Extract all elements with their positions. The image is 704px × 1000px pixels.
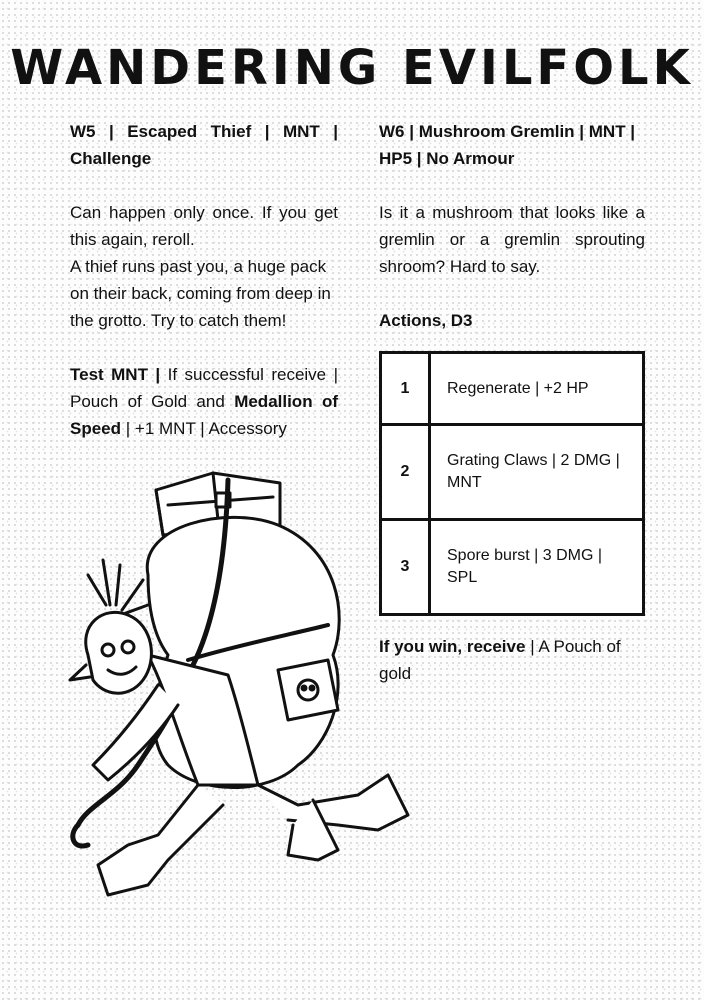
table-row: 3 Spore burst | 3 DMG | SPL (379, 518, 645, 616)
action-text: Spore burst | 3 DMG | SPL (428, 518, 645, 616)
action-text: Regenerate | +2 HP (428, 351, 645, 426)
encounter-description: Is it a mushroom that looks like a greml… (379, 203, 645, 276)
reward-label: If you win, receive (379, 637, 526, 656)
test-block: Test MNT | If successful receive | Pouch… (70, 361, 338, 442)
encounter-description: Can happen only once. If you get this ag… (70, 203, 338, 249)
actions-title: Actions, D3 (379, 311, 473, 330)
test-reward: Medallion of Speed (70, 392, 339, 438)
actions-table: 1 Regenerate | +2 HP 2 Grating Claws | 2… (379, 351, 645, 616)
encounter-w6: W6 | Mushroom Gremlin | MNT | HP5 | No A… (379, 118, 645, 334)
reward-text: | A Pouch of gold (379, 637, 621, 683)
action-text: Grating Claws | 2 DMG | MNT (428, 423, 645, 521)
encounter-heading: W6 | Mushroom Gremlin | MNT | HP5 | No A… (379, 122, 636, 168)
action-number: 1 (379, 351, 431, 426)
action-number: 3 (379, 518, 431, 616)
encounter-description: A thief runs past you, a huge pack on th… (70, 257, 331, 330)
action-number: 2 (379, 423, 431, 521)
table-row: 2 Grating Claws | 2 DMG | MNT (379, 423, 645, 521)
test-text: | +1 MNT | Accessory (125, 419, 287, 438)
test-text: If successful receive | Pouch of Gold an… (70, 365, 338, 411)
reward-line: If you win, receive | A Pouch of gold (379, 633, 645, 687)
table-row: 1 Regenerate | +2 HP (379, 351, 645, 426)
thief-running-with-sack-icon (68, 471, 410, 897)
encounter-w5: W5 | Escaped Thief | MNT | Challenge Can… (70, 118, 338, 442)
encounter-heading: W5 | Escaped Thief | MNT | Challenge (70, 122, 338, 168)
test-label: Test MNT | (70, 365, 161, 384)
page-title: WANDERING EVILFOLK (10, 40, 694, 96)
